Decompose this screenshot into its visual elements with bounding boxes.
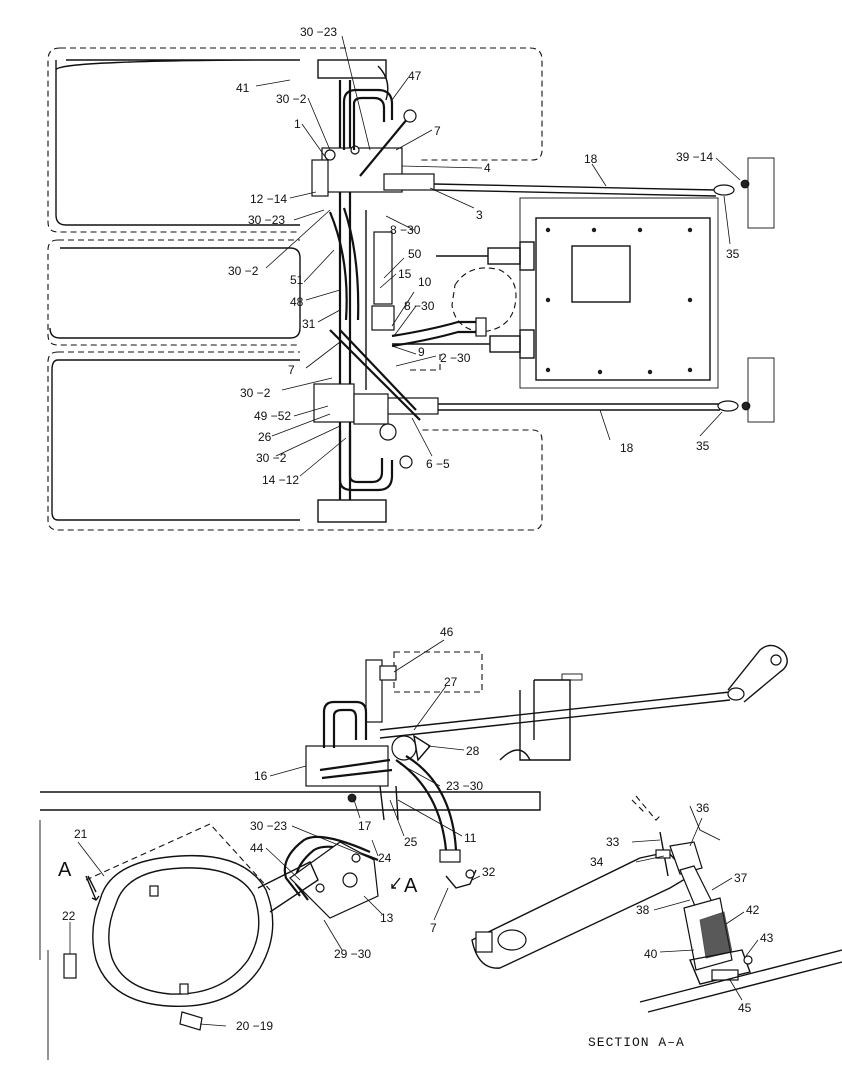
callout: 46 bbox=[440, 625, 454, 639]
callout: 36 bbox=[696, 801, 710, 815]
callout: 10 bbox=[418, 275, 432, 289]
callout: 15 bbox=[398, 267, 412, 281]
callout: 50 bbox=[408, 247, 422, 261]
callout: 48 bbox=[290, 295, 304, 309]
callout: 4 bbox=[484, 161, 491, 175]
callout: 33 bbox=[606, 835, 620, 849]
callout: 45 bbox=[738, 1001, 752, 1015]
callout: 51 bbox=[290, 273, 304, 287]
callout: 23 −30 bbox=[446, 779, 483, 793]
callout: 8 −30 bbox=[404, 299, 435, 313]
callout: 34 bbox=[590, 855, 604, 869]
callout: 21 bbox=[74, 827, 88, 841]
section-caption: SECTION A–A bbox=[588, 1035, 685, 1050]
callout: 39 −14 bbox=[676, 150, 713, 164]
callout: 41 bbox=[236, 81, 250, 95]
callout: 27 bbox=[444, 675, 458, 689]
callout: 30 −2 bbox=[240, 386, 271, 400]
top-view bbox=[47, 47, 775, 531]
side-view-callouts: 46 27 28 16 23 −30 17 11 25 30 −23 24 21… bbox=[62, 625, 496, 1033]
callout: 35 bbox=[696, 439, 710, 453]
callout: 18 bbox=[620, 441, 634, 455]
callout: 30 −23 bbox=[300, 25, 337, 39]
section-marker-right: A bbox=[404, 875, 418, 897]
section-a-a bbox=[471, 795, 842, 1013]
callout: 30 −2 bbox=[256, 451, 287, 465]
callout: 24 bbox=[378, 851, 392, 865]
callout: 28 bbox=[466, 744, 480, 758]
callout: 35 bbox=[726, 247, 740, 261]
callout: 12 −14 bbox=[250, 192, 287, 206]
callout: 47 bbox=[408, 69, 422, 83]
callout: 30 −2 bbox=[276, 92, 307, 106]
callout: 6 −5 bbox=[426, 457, 450, 471]
top-view-callouts: 30 −23 41 30 −2 47 1 7 4 18 39 −14 12 −1… bbox=[228, 25, 740, 487]
section-callouts: 36 33 34 37 38 42 43 40 45 bbox=[590, 801, 774, 1015]
plate-bolts bbox=[545, 227, 693, 375]
callout: 22 bbox=[62, 909, 76, 923]
section-marker-left: A bbox=[58, 859, 72, 881]
callout: 3 bbox=[476, 208, 483, 222]
callout: 16 bbox=[254, 769, 268, 783]
callout: 30 −2 bbox=[228, 264, 259, 278]
callout: 32 bbox=[482, 865, 496, 879]
callout: 7 bbox=[430, 921, 437, 935]
callout: 26 bbox=[258, 430, 272, 444]
callout: 44 bbox=[250, 841, 264, 855]
callout: 31 bbox=[302, 317, 316, 331]
callout: 2 −30 bbox=[440, 351, 471, 365]
callout: 42 bbox=[746, 903, 760, 917]
callout: 17 bbox=[358, 819, 372, 833]
callout: 14 −12 bbox=[262, 473, 299, 487]
callout: 13 bbox=[380, 911, 394, 925]
callout: 30 −23 bbox=[250, 819, 287, 833]
callout: 18 bbox=[584, 152, 598, 166]
callout: 8 −30 bbox=[390, 223, 421, 237]
callout: 11 bbox=[464, 831, 477, 845]
callout: 43 bbox=[760, 931, 774, 945]
callout: 1 bbox=[294, 117, 301, 131]
leader-lines bbox=[69, 35, 759, 1027]
callout: 30 −23 bbox=[248, 213, 285, 227]
callout: 49 −52 bbox=[254, 409, 291, 423]
callout: 40 bbox=[644, 947, 658, 961]
callout: 25 bbox=[404, 835, 418, 849]
callout: 20 −19 bbox=[236, 1019, 273, 1033]
callout: 37 bbox=[734, 871, 748, 885]
callout: 7 bbox=[288, 363, 295, 377]
callout: 7 bbox=[434, 124, 441, 138]
callout: 29 −30 bbox=[334, 947, 371, 961]
callout: 38 bbox=[636, 903, 650, 917]
callout: 9 bbox=[418, 345, 425, 359]
